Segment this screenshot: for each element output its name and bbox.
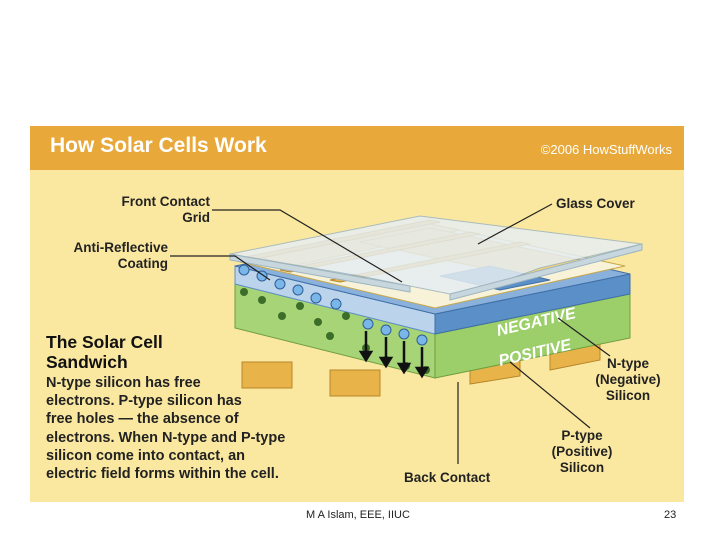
back-contact-label: Back Contact: [404, 470, 491, 485]
label-line: Silicon: [605, 388, 651, 403]
footer-author: M A Islam, EEE, IIUC: [306, 509, 410, 521]
solar-cell-figure: How Solar Cells Work ©2006 HowStuffWorks: [30, 126, 684, 502]
sandwich-heading: The Solar Cell Sandwich: [46, 332, 246, 372]
label-line: Front Contact: [121, 194, 211, 209]
glass-cover-label: Glass Cover: [556, 196, 635, 211]
label-line: Anti-Reflective: [73, 240, 168, 255]
label-line: Coating: [117, 256, 168, 271]
p-type-label: P-type (Positive) Silicon: [532, 428, 632, 476]
solar-cell-diagram: NEGATIVE POSITIVE: [170, 203, 643, 464]
label-line: N-type: [606, 356, 649, 371]
label-line: Grid: [182, 210, 210, 225]
figure-header: How Solar Cells Work ©2006 HowStuffWorks: [30, 126, 684, 170]
page-number: 23: [664, 509, 677, 521]
description-line: electrons. P-type silicon has: [46, 393, 242, 410]
leader-lines: [170, 203, 611, 464]
label-line: (Positive): [551, 444, 613, 459]
description-line: N-type silicon has free: [46, 375, 201, 391]
front-contact-grid-label: Front Contact Grid: [70, 194, 211, 226]
description-line: electric field forms within the cell.: [46, 466, 279, 483]
description-line: free holes — the absence of: [46, 411, 239, 428]
sandwich-description: N-type silicon has free electrons. P-typ…: [46, 374, 406, 483]
label-line: (Negative): [595, 372, 661, 387]
figure-title: How Solar Cells Work: [50, 134, 267, 157]
copyright-notice: ©2006 HowStuffWorks: [540, 142, 672, 157]
description-line: electrons. When N-type and P-type: [46, 429, 286, 446]
n-type-label: N-type (Negative) Silicon: [578, 356, 678, 404]
heading-line: The Solar Cell: [46, 332, 163, 352]
anti-reflective-label: Anti-Reflective Coating: [40, 240, 168, 272]
description-line: silicon come into contact, an: [46, 447, 246, 464]
electron-flow-arrows: [358, 331, 430, 379]
label-line: Silicon: [559, 460, 605, 475]
heading-line: Sandwich: [46, 352, 128, 372]
glass-cover: [229, 215, 643, 301]
label-line: P-type: [561, 428, 603, 443]
